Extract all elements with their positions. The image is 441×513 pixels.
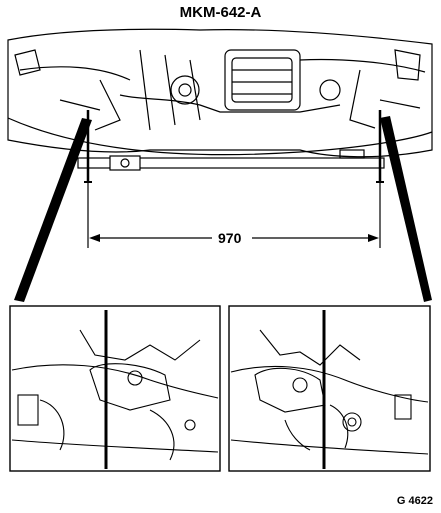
detail-panel-right (228, 305, 431, 472)
leader-left (14, 118, 92, 302)
figure-id: G 4622 (396, 495, 433, 507)
dimension-arrow-right (368, 234, 379, 242)
tool-crossbar (77, 157, 385, 169)
underbody-outline (7, 28, 433, 158)
dimension-arrow-left (89, 234, 100, 242)
tool-title: MKM-642-A (179, 4, 262, 21)
dimension-label: 970 (218, 230, 242, 246)
leader-right (380, 116, 432, 302)
engine-block (224, 49, 301, 111)
detail-panel-left (9, 305, 221, 472)
